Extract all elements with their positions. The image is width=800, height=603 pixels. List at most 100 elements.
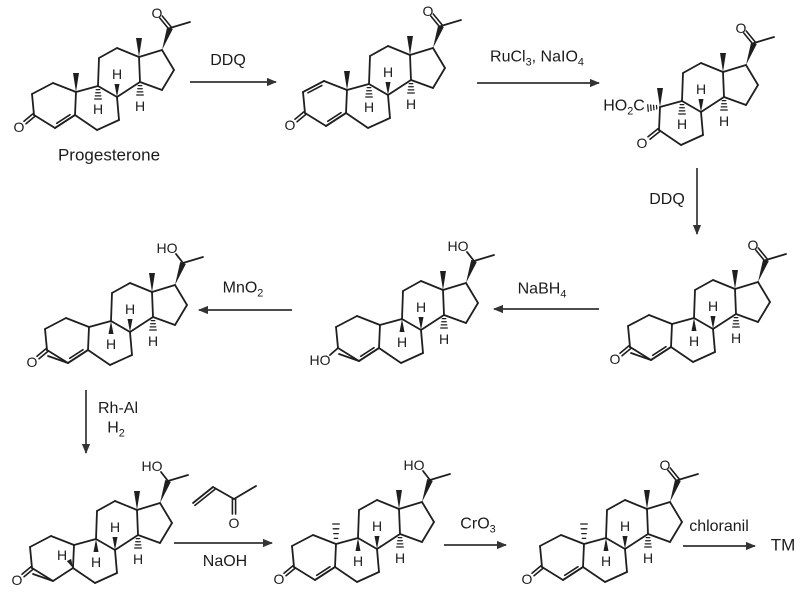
atom-label-hydroxyl: HO — [142, 458, 163, 474]
bond-line — [376, 533, 401, 550]
bond-line — [44, 328, 48, 351]
bond-line — [376, 499, 400, 510]
double-bond-inner-line — [194, 488, 216, 507]
atom-label-hydroxyl: HO — [448, 238, 469, 254]
bond-line — [346, 83, 370, 91]
methyl-wedge-bond — [440, 271, 446, 290]
stereo-h-wedge — [93, 539, 99, 552]
atom-label-hydrogen: H — [135, 98, 145, 114]
carbonyl-line — [742, 32, 754, 45]
bond-line — [95, 538, 116, 551]
stereo-h-wedge — [603, 538, 609, 551]
atom-label-oxygen: O — [610, 351, 621, 367]
stereo-h-wedge — [418, 317, 424, 330]
bond-line — [682, 62, 702, 74]
hydroxyl-bond — [175, 253, 184, 264]
bond-line — [31, 93, 35, 116]
atom-label-hydrogen: H — [689, 333, 699, 349]
atom-label-oxygen: O — [748, 237, 759, 253]
hydroxyl-bond — [160, 471, 169, 482]
methyl-bond — [182, 256, 204, 264]
bond-line — [52, 567, 74, 582]
atom-label-hydrogen: H — [372, 518, 382, 534]
reagent-label-step-3: DDQ — [649, 191, 685, 209]
atom-label-oxygen: O — [27, 354, 38, 370]
methyl-bond — [169, 21, 191, 29]
carboxyl-hash-bond — [647, 104, 649, 112]
carbonyl-line — [745, 30, 757, 43]
bond-line — [671, 317, 695, 325]
bond-line — [356, 315, 381, 326]
bond-line — [44, 317, 67, 330]
bond-line — [368, 55, 371, 85]
atom-label-hydrogen: H — [643, 550, 653, 566]
bond-line — [582, 566, 606, 583]
carbonyl-line — [23, 112, 34, 123]
bond-line — [136, 509, 139, 536]
bond-line — [669, 521, 683, 543]
methyl-wedge-bond — [407, 36, 413, 55]
bond-line — [302, 91, 306, 114]
bond-line — [387, 79, 412, 96]
methyl-bond — [440, 19, 462, 27]
bond-line — [52, 82, 77, 93]
bond-line — [111, 282, 131, 294]
bond-line — [358, 347, 380, 362]
atom-label-hydrogen: H — [93, 101, 103, 117]
bond-line — [562, 566, 584, 581]
bond-line — [734, 288, 737, 315]
bond-line — [174, 304, 188, 326]
atom-label-oxygen: O — [660, 457, 671, 473]
bond-line — [402, 280, 422, 292]
reagent-label-step-8: CrO3 — [460, 515, 496, 536]
bond-line — [604, 571, 628, 583]
bond-line — [420, 280, 444, 291]
stereo-h-wedge — [66, 558, 73, 568]
bond-line — [98, 47, 118, 59]
bond-line — [539, 545, 543, 568]
bond-line — [302, 80, 325, 93]
bond-line — [681, 72, 684, 102]
bond-line — [700, 62, 724, 73]
atom-label-hydrogen: H — [364, 99, 374, 115]
starting-material-label: Progesterone — [57, 145, 161, 165]
double-bond-inner-line — [315, 565, 331, 577]
bond-line — [409, 54, 412, 81]
bond-line — [116, 81, 141, 98]
bond-line — [325, 112, 347, 127]
bond-line — [335, 537, 359, 545]
methyl-wedge-bond — [644, 490, 650, 509]
methyl-bond — [167, 474, 189, 482]
bond-line — [136, 502, 161, 511]
double-bond-inner-line — [563, 565, 579, 577]
bond-line — [367, 117, 391, 129]
bond-line — [29, 546, 33, 569]
bond-line — [712, 313, 737, 330]
atom-label-hydrogen: H — [383, 64, 393, 80]
bond-line — [192, 486, 214, 504]
bond-line — [465, 302, 479, 324]
bond-line — [369, 45, 389, 57]
bond-line — [605, 509, 608, 539]
bond-line — [735, 313, 759, 323]
bond-line — [734, 281, 759, 290]
bond-line — [646, 501, 671, 510]
atom-label-hydrogen: H — [353, 553, 363, 569]
bond-line — [378, 324, 381, 349]
atom-label-hydroxyl: HO — [310, 352, 331, 368]
bond-line — [87, 326, 90, 351]
bond-line — [692, 351, 716, 363]
bond-line — [161, 49, 175, 71]
methyl-wedge-bond — [136, 38, 142, 57]
methyl-wedge-bond — [396, 490, 402, 509]
bond-line — [432, 67, 446, 89]
bond-line — [72, 567, 96, 584]
bond-line — [420, 329, 424, 354]
bond-line — [410, 79, 434, 89]
atom-label-hydrogen: H — [731, 330, 741, 346]
bond-line — [335, 315, 358, 328]
